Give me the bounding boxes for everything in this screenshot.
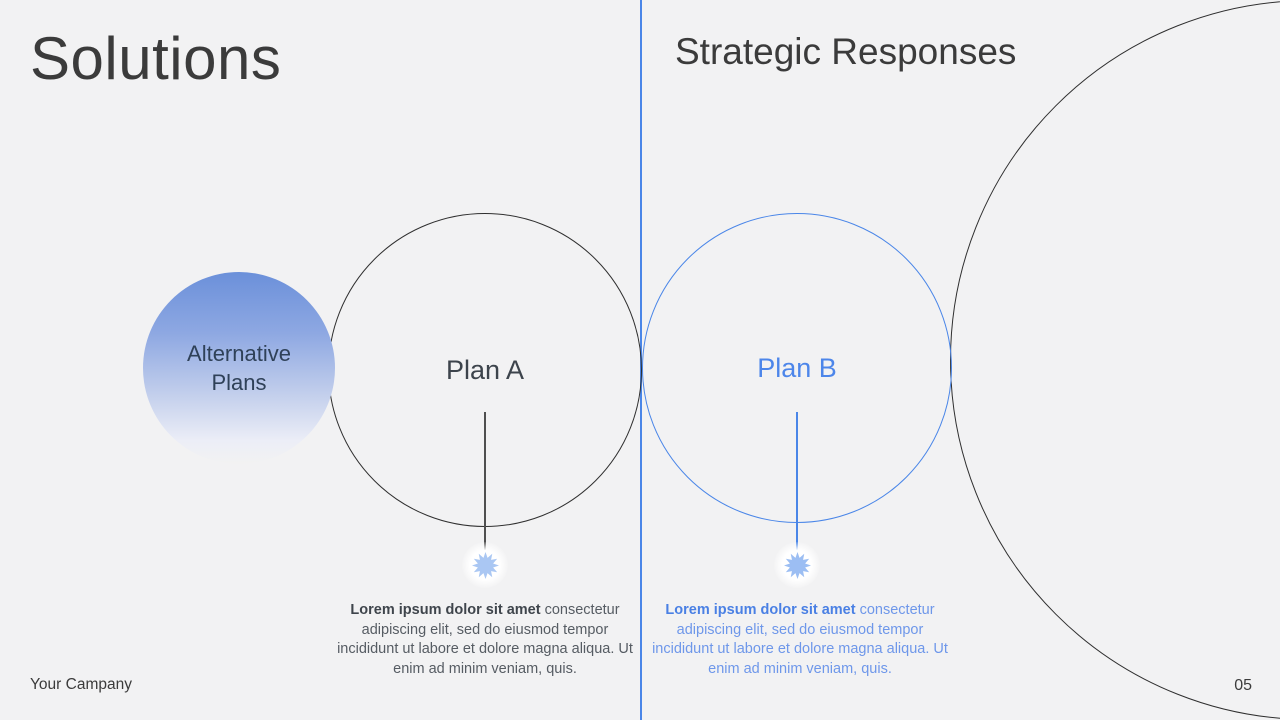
plan-a-label: Plan A xyxy=(445,354,525,385)
slide-title: Solutions xyxy=(30,25,282,92)
starburst-icon xyxy=(783,551,811,579)
page-number: 05 xyxy=(1234,677,1252,694)
plan-a-description-body: consectetur adipiscing elit, sed do eius… xyxy=(337,602,633,677)
plan-b-connector-line xyxy=(796,412,798,550)
intro-bubble-label: Alternative Plans xyxy=(187,340,291,395)
plan-b-marker xyxy=(774,542,820,588)
starburst-icon xyxy=(471,551,499,579)
plan-a-description-lead: Lorem ipsum dolor sit amet xyxy=(350,602,541,618)
plan-b-description-body: consectetur adipiscing elit, sed do eius… xyxy=(652,602,948,677)
plan-b-description: Lorem ipsum dolor sit amet consectetur a… xyxy=(650,601,950,679)
intro-bubble: Alternative Plans xyxy=(143,272,335,464)
plan-a-marker xyxy=(462,542,508,588)
plan-a-connector-line xyxy=(484,412,486,550)
plan-a-description: Lorem ipsum dolor sit amet consectetur a… xyxy=(335,601,635,679)
plan-b-description-lead: Lorem ipsum dolor sit amet xyxy=(665,602,856,618)
plan-b-label: Plan B xyxy=(757,352,837,383)
company-name: Your Campany xyxy=(30,676,132,693)
section-title: Strategic Responses xyxy=(675,31,1017,72)
decorative-circle-large xyxy=(950,0,1280,720)
